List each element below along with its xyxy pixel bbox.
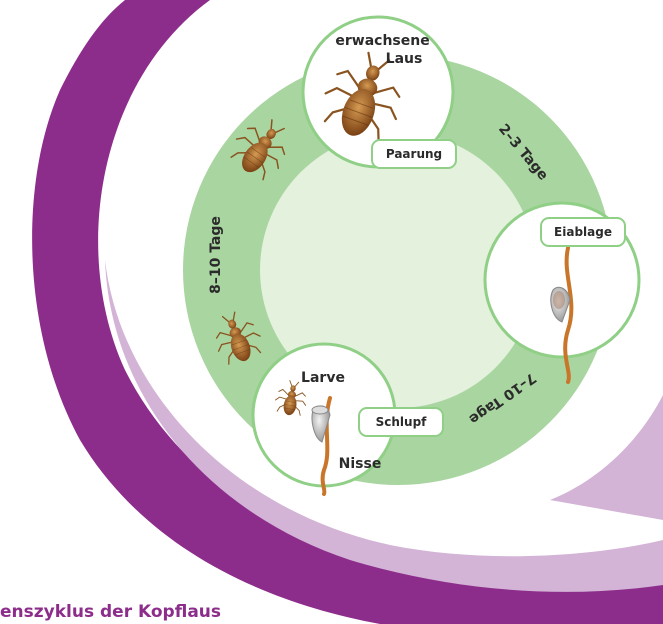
purple-right-arc <box>550 395 663 520</box>
nit-label: Nisse <box>339 456 382 472</box>
stage-adult: erwachsene Laus Paarung <box>303 17 456 168</box>
caption: enszyklus der Kopflaus <box>0 602 221 622</box>
mating-label: Paarung <box>386 147 442 161</box>
hatch-label: Schlupf <box>376 415 428 429</box>
larva-label: Larve <box>301 370 345 386</box>
adult-label-line2: Laus <box>386 51 423 67</box>
duration-left: 8–10 Tage <box>208 216 224 294</box>
egg-laying-label: Eiablage <box>554 225 612 239</box>
adult-label-line1: erwachsene <box>335 33 429 49</box>
